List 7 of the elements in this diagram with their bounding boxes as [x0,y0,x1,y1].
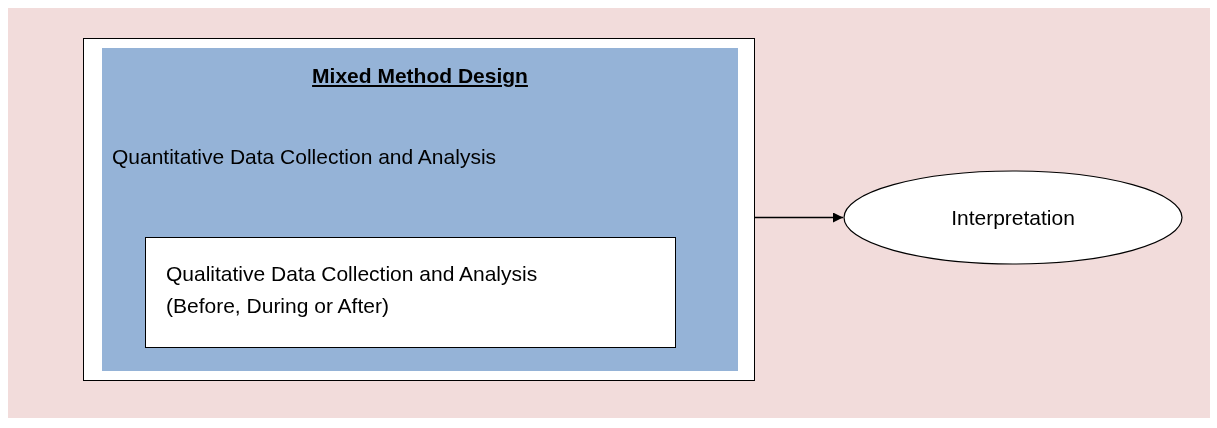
box-text: Qualitative Data Collection and Analysis (Before, During or After) [166,261,539,319]
panel-title: Mixed Method Design [311,64,529,88]
node-text: Interpretation [951,205,1075,230]
process-box [145,237,676,348]
ellipse-node [843,170,1183,265]
panel-text: Quantitative Data Collection and Analysis [112,145,497,169]
arrow [754,212,844,223]
